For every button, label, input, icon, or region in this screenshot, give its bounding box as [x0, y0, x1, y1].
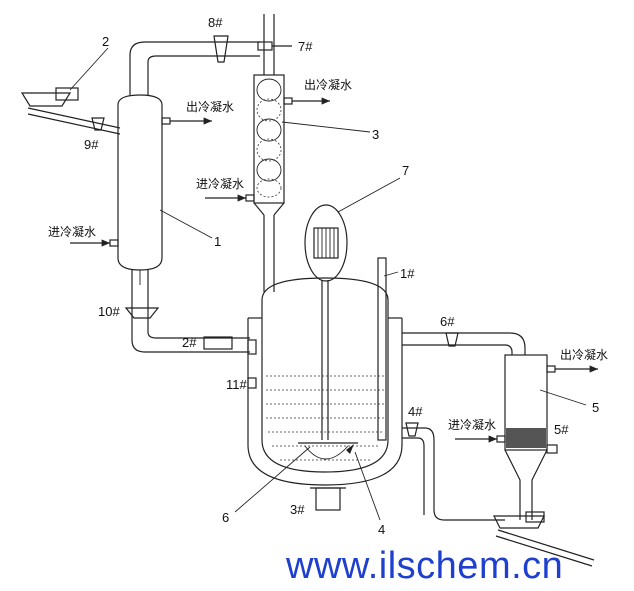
valve-3	[310, 487, 346, 511]
label-n7: 7	[402, 163, 409, 178]
label-p1: 1#	[400, 266, 415, 281]
vapor-pipe-top	[129, 41, 260, 95]
motor-7	[304, 204, 348, 282]
valve-2	[203, 336, 233, 350]
label-p8: 8#	[208, 15, 223, 30]
water-in-c1: 进冷凝水	[48, 224, 96, 239]
reactor-vessel	[247, 277, 403, 486]
condenser-3	[253, 14, 285, 292]
label-n4: 4	[378, 522, 385, 537]
label-n1: 1	[214, 234, 221, 249]
label-p4: 4#	[408, 404, 423, 419]
water-out-c5: 出冷凝水	[560, 347, 608, 362]
label-p3: 3#	[290, 502, 305, 517]
label-p9: 9#	[84, 137, 99, 152]
label-n5: 5	[592, 400, 599, 415]
water-out-top: 出冷凝水	[304, 77, 352, 92]
watermark: www.ilschem.cn	[285, 545, 563, 586]
receiver-2	[20, 87, 121, 135]
pipe-6	[402, 332, 526, 355]
water-in-c3: 进冷凝水	[196, 176, 244, 191]
valve-7	[257, 41, 292, 51]
pipe-4	[402, 422, 505, 521]
label-n2: 2	[102, 34, 109, 49]
labels: 2 8# 7# 9# 1 3 7 1# 10# 2# 11# 6# 4# 5 5…	[48, 15, 608, 537]
bottom-receiver	[493, 511, 595, 567]
leader-lines	[69, 47, 587, 521]
label-p11: 11#	[226, 377, 247, 392]
condenser-5	[504, 354, 548, 520]
label-n6: 6	[222, 510, 229, 525]
label-p5: 5#	[554, 422, 569, 437]
valve-9	[91, 117, 105, 131]
condenser-1	[117, 94, 163, 285]
water-out-c1: 出冷凝水	[186, 99, 234, 114]
label-p6: 6#	[440, 314, 455, 329]
label-p7: 7#	[298, 39, 313, 54]
valve-11	[247, 377, 257, 389]
return-pipe-left	[131, 270, 250, 353]
label-p10: 10#	[98, 304, 120, 319]
thermowell-1	[377, 257, 387, 441]
agitator-6	[298, 280, 358, 460]
label-p2: 2#	[182, 335, 197, 350]
valve-5	[546, 444, 558, 454]
label-n3: 3	[372, 127, 379, 142]
valve-8	[213, 35, 229, 63]
cw-nozzles	[70, 97, 598, 443]
water-in-c5: 进冷凝水	[448, 417, 496, 432]
valve-10	[124, 307, 160, 319]
